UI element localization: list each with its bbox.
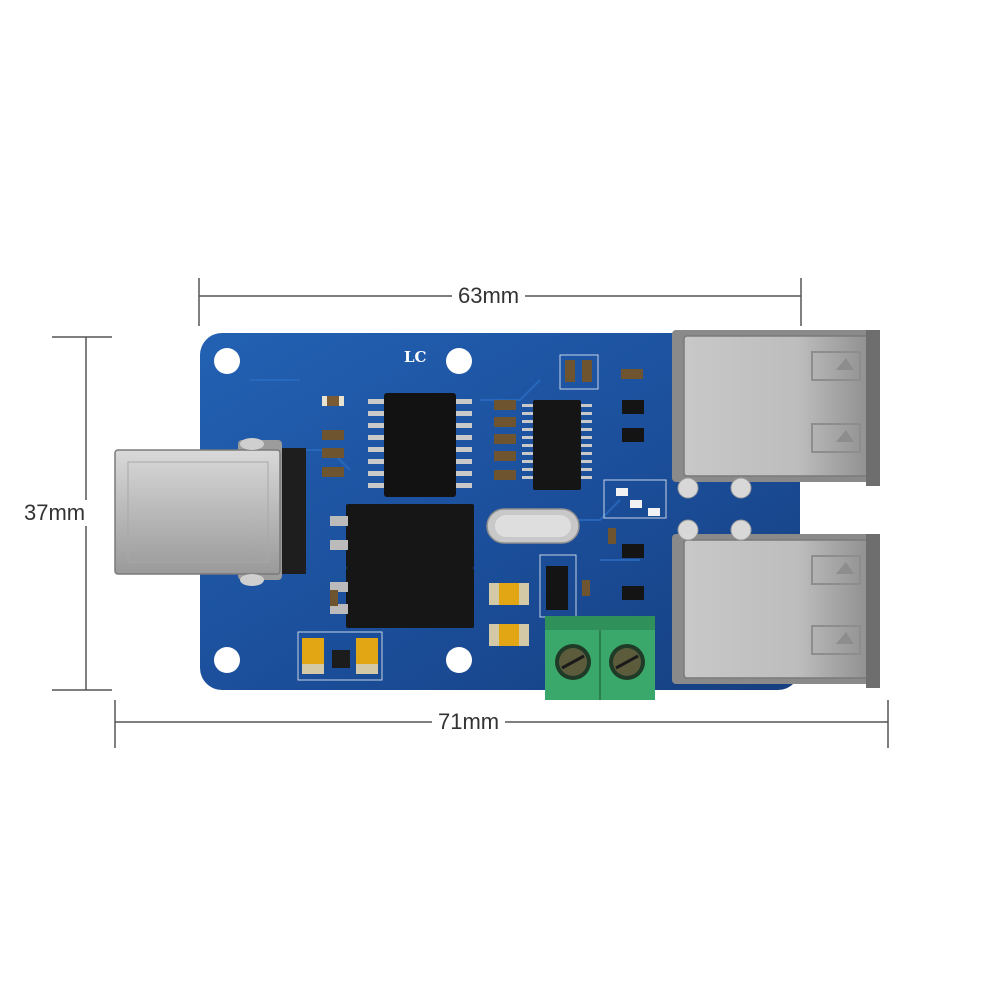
smd-components (297, 354, 667, 681)
hub-controller-chip (522, 400, 592, 490)
dimension-width-bottom: 71mm (432, 709, 506, 735)
dimension-height: 37mm (22, 500, 88, 526)
isolator-chip-left (368, 393, 472, 497)
usb-a-port-top (672, 330, 880, 499)
usb-b-connector (114, 438, 306, 586)
silkscreen-logo: LC (404, 348, 427, 366)
usb-a-port-bottom (672, 519, 880, 688)
power-module-top (330, 504, 474, 568)
screw-terminal (545, 616, 655, 700)
dimension-width-top: 63mm (452, 283, 526, 309)
power-module-bottom (330, 568, 474, 628)
crystal-oscillator (486, 508, 580, 544)
